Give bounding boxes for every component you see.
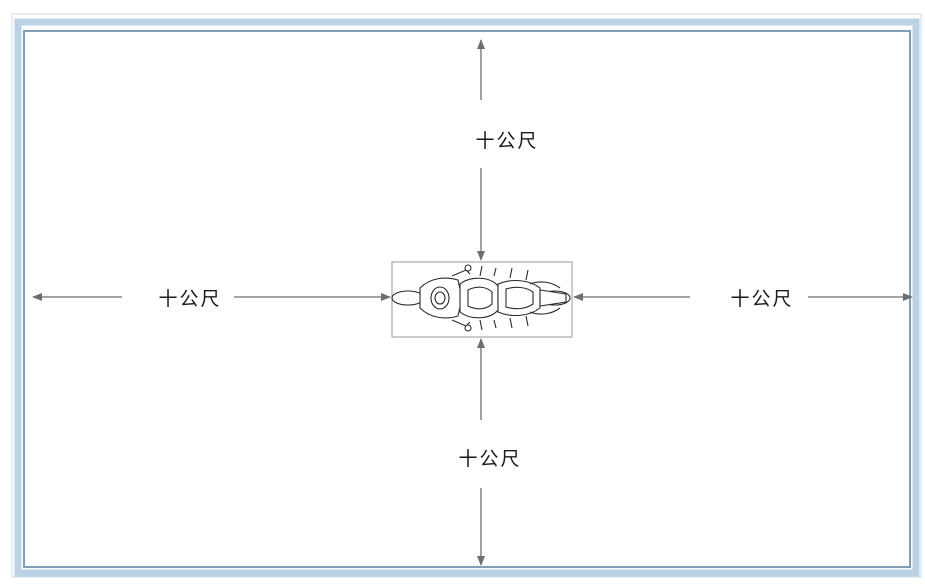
motorcycle-top-view-icon: [391, 264, 571, 332]
bottom-distance-indicator: 十公尺: [458, 338, 521, 566]
outer-border: [11, 13, 922, 578]
top-distance-indicator: 十公尺: [475, 39, 538, 261]
top-distance-label: 十公尺: [475, 130, 538, 152]
bottom-distance-label: 十公尺: [458, 448, 521, 470]
right-distance-indicator: 十公尺: [573, 288, 913, 310]
right-distance-label: 十公尺: [730, 288, 793, 310]
left-distance-label: 十公尺: [158, 288, 221, 310]
frame-light: [14, 18, 920, 577]
left-distance-indicator: 十公尺: [32, 288, 391, 310]
